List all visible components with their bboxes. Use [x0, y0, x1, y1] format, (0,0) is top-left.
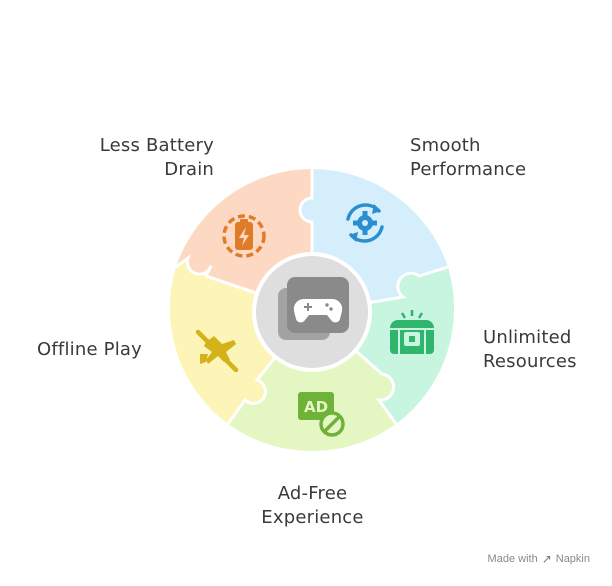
airplane-off-icon — [195, 329, 239, 373]
label-line: Performance — [410, 159, 527, 180]
treasure-chest-icon — [390, 310, 434, 354]
label-smooth-performance: Smooth Performance — [410, 134, 526, 182]
watermark-made-with: Made with — [487, 553, 538, 565]
watermark-brand: Napkin — [555, 553, 590, 565]
label-less-battery-drain: Less Battery Drain — [100, 134, 214, 182]
segment-dividers — [175, 169, 449, 425]
segment-adfree — [228, 312, 396, 452]
label-line: Offline Play — [37, 339, 142, 360]
napkin-logo-icon: ↗ — [541, 552, 552, 566]
label-line: Resources — [483, 351, 577, 372]
label-line: Ad-Free — [277, 483, 348, 504]
label-offline-play: Offline Play — [37, 338, 142, 362]
refresh-gear-icon — [346, 203, 384, 243]
label-line: Smooth — [410, 135, 481, 156]
game-library-icon — [278, 277, 349, 340]
label-line: Drain — [164, 159, 214, 180]
napkin-watermark[interactable]: Made with ↗ Napkin — [488, 552, 590, 566]
label-line: Experience — [261, 507, 364, 528]
no-ads-icon: AD — [298, 392, 345, 437]
segment-offline — [169, 258, 312, 424]
label-line: Less Battery — [99, 135, 214, 156]
label-unlimited-resources: Unlimited Resources — [483, 326, 577, 374]
center-hub — [252, 252, 372, 372]
battery-charging-icon — [222, 214, 266, 258]
label-line: Unlimited — [483, 327, 572, 348]
label-ad-free-experience: Ad-Free Experience — [255, 482, 370, 530]
svg-text:AD: AD — [304, 398, 328, 416]
